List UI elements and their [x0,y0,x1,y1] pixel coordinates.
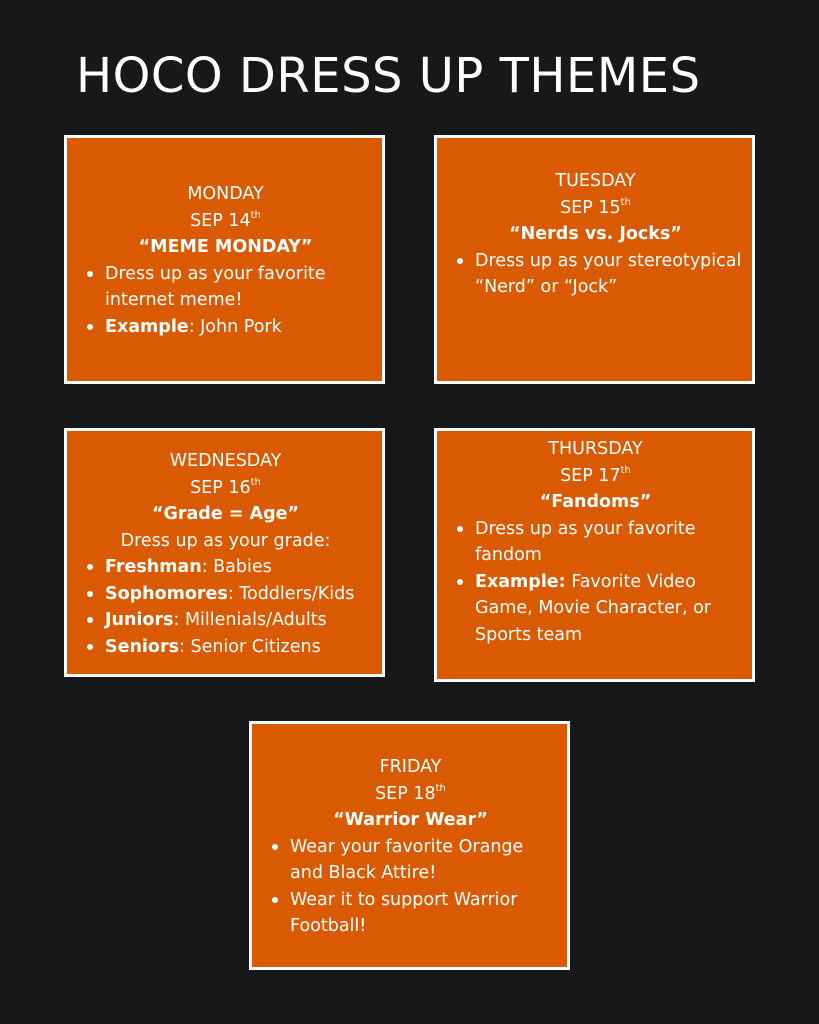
card-wednesday: WEDNESDAY SEP 16th “Grade = Age” Dress u… [64,428,385,677]
bullet-item: Sophomores: Toddlers/Kids [87,581,374,608]
day-date: SEP 15th [560,196,631,218]
bullet-item: Juniors: Millenials/Adults [87,607,374,634]
day-theme: “Fandoms” [539,492,652,512]
bullet-list: Dress up as your stereotypical “Nerd” or… [447,248,744,301]
day-theme: “Nerds vs. Jocks” [509,224,682,244]
day-date: SEP 14th [190,209,261,231]
bullet-item: Dress up as your favorite fandom [457,516,744,569]
page-title: HOCO DRESS UP THEMES [76,48,701,104]
card-thursday: THURSDAY SEP 17th “Fandoms” Dress up as … [434,428,755,682]
day-theme: “MEME MONDAY” [138,237,313,257]
day-name: THURSDAY [548,439,643,459]
bullet-list: Freshman: Babies Sophomores: Toddlers/Ki… [77,554,374,660]
day-theme: “Grade = Age” [152,504,299,524]
bullet-item: Freshman: Babies [87,554,374,581]
day-date: SEP 16th [190,476,261,498]
bullet-item: Wear it to support Warrior Football! [272,887,559,940]
card-friday: FRIDAY SEP 18th “Warrior Wear” Wear your… [249,721,570,970]
bullet-item: Example: Favorite Video Game, Movie Char… [457,569,744,649]
day-intro: Dress up as your grade: [120,530,331,551]
bullet-item: Seniors: Senior Citizens [87,634,374,661]
bullet-list: Wear your favorite Orange and Black Atti… [262,834,559,940]
day-date: SEP 17th [560,464,631,486]
card-monday: MONDAY SEP 14th “MEME MONDAY” Dress up a… [64,135,385,384]
bullet-item: Example: John Pork [87,314,374,341]
day-name: TUESDAY [555,171,636,191]
bullet-item: Dress up as your stereotypical “Nerd” or… [457,248,744,301]
day-name: FRIDAY [379,757,442,777]
bullet-list: Dress up as your favorite fandom Example… [447,516,744,649]
bullet-item: Dress up as your favorite internet meme! [87,261,374,314]
day-date: SEP 18th [375,782,446,804]
day-name: WEDNESDAY [169,451,282,471]
day-name: MONDAY [187,184,264,204]
day-theme: “Warrior Wear” [333,810,488,830]
card-tuesday: TUESDAY SEP 15th “Nerds vs. Jocks” Dress… [434,135,755,384]
bullet-item: Wear your favorite Orange and Black Atti… [272,834,559,887]
bullet-list: Dress up as your favorite internet meme!… [77,261,374,341]
